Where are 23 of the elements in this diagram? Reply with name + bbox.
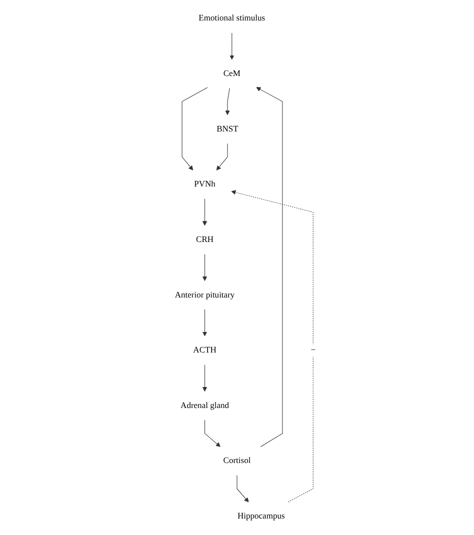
arrow (182, 87, 208, 170)
node-text: Hippocampus (237, 512, 285, 521)
node-text: PVNh (194, 180, 216, 189)
node-text: BNST (216, 124, 238, 134)
arrow (202, 364, 207, 392)
node-text: Emotional stimulus (198, 14, 265, 23)
arrow (229, 32, 234, 60)
edge-label: − (310, 346, 316, 355)
arrow (202, 254, 207, 281)
arrow (202, 309, 207, 336)
node-text: ACTH (192, 346, 216, 355)
arrow (204, 420, 220, 447)
arrow (236, 475, 249, 502)
arrow (202, 198, 207, 226)
arrow (256, 87, 282, 447)
node-text: CeM (223, 69, 240, 78)
node-text: Anterior pituitary (174, 290, 234, 300)
node-text: Adrenal gland (180, 400, 229, 410)
node-text: Cortisol (223, 456, 250, 466)
arrow (224, 88, 230, 116)
arrow (230, 190, 314, 502)
arrow (216, 143, 228, 170)
node-text: CRH (196, 235, 214, 244)
